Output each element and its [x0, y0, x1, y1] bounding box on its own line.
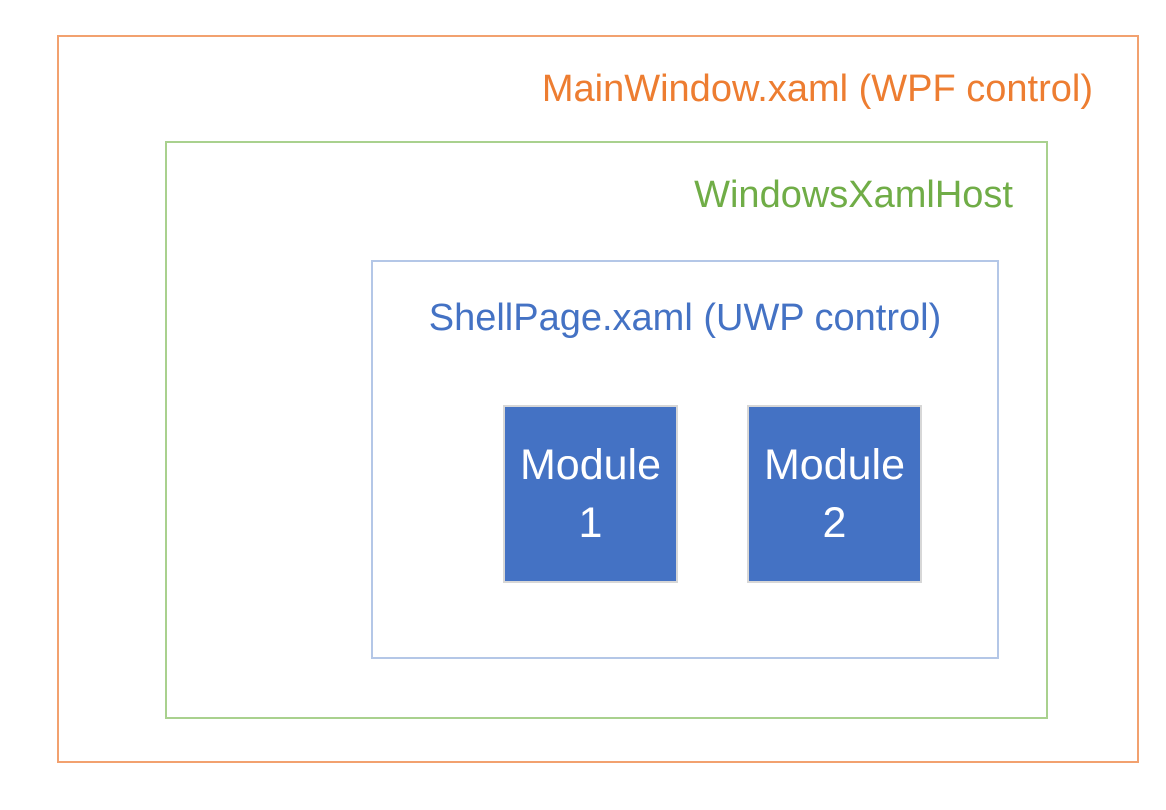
module-1-box: Module 1 [503, 405, 678, 583]
module-2-label-line-2: 2 [822, 499, 847, 547]
shellpage-uwp-label: ShellPage.xaml (UWP control) [428, 297, 942, 339]
module-1-label-line-1: Module [519, 440, 662, 489]
shellpage-uwp-box: ShellPage.xaml (UWP control) Module 1 Mo… [371, 260, 999, 659]
windowsxamlhost-box: WindowsXamlHost ShellPage.xaml (UWP cont… [165, 141, 1048, 719]
module-2-box: Module 2 [747, 405, 922, 583]
windowsxamlhost-label: WindowsXamlHost [694, 174, 1013, 216]
module-2-label-line-1: Module [763, 440, 906, 489]
module-1-label-line-2: 1 [578, 499, 603, 547]
mainwindow-wpf-box: MainWindow.xaml (WPF control) WindowsXam… [57, 35, 1139, 763]
mainwindow-wpf-label: MainWindow.xaml (WPF control) [541, 68, 1093, 110]
